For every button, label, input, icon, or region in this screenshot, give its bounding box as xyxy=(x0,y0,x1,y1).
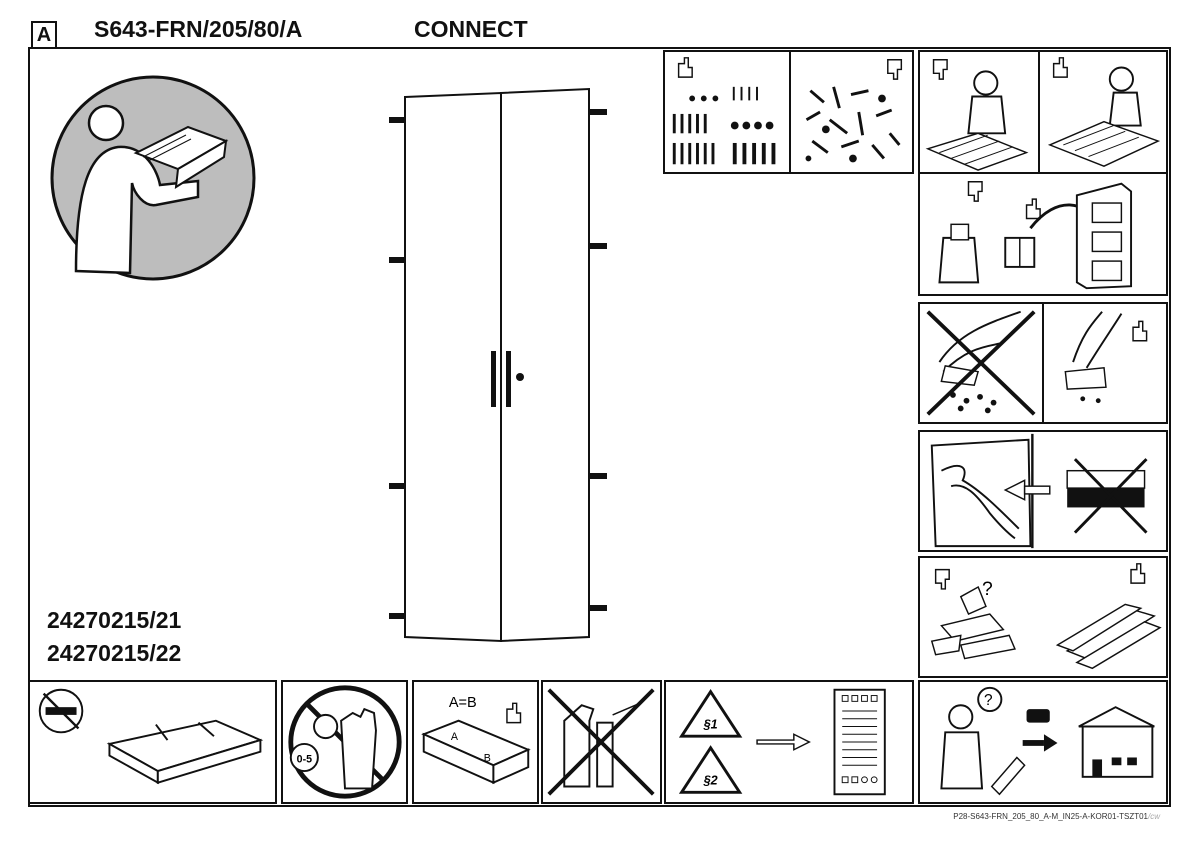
right-door-handle xyxy=(506,351,511,407)
hardware-sorted-panel xyxy=(663,50,791,174)
no-sharp-tool-panel xyxy=(28,680,277,804)
svg-text:?: ? xyxy=(982,578,993,600)
svg-text:A: A xyxy=(451,731,459,743)
age-label: 0-5 xyxy=(297,753,312,765)
article-number-2: 24270215/22 xyxy=(47,640,182,666)
floor-assembly-bad-panel xyxy=(918,50,1041,174)
sheet-letter: A xyxy=(31,21,57,49)
left-door-handle xyxy=(491,351,496,407)
regulation-1-label: §1 xyxy=(703,717,718,731)
svg-text:?: ? xyxy=(984,692,993,709)
regulation-2-label: §2 xyxy=(703,774,718,788)
hardware-mixed-panel xyxy=(789,50,914,174)
read-manual-icon xyxy=(50,75,256,281)
svg-text:B: B xyxy=(484,752,491,764)
document-id: P28-S643-FRN_205_80_A-M_IN25-A-KOR01-TSZ… xyxy=(953,812,1160,821)
product-name: CONNECT xyxy=(414,16,528,42)
store-icon xyxy=(1081,725,1154,778)
lock-icon xyxy=(516,373,524,381)
wet-cleaning-forbidden-panel xyxy=(918,302,1044,424)
parts-layout-panel: ? xyxy=(918,556,1168,678)
no-chemical-cleaner-panel xyxy=(541,680,662,804)
damp-cleaning-ok-panel xyxy=(1042,302,1168,424)
floor-assembly-good-panel xyxy=(1038,50,1168,174)
door-pair-illustration xyxy=(389,87,607,643)
mix-up-panel: A=B A B xyxy=(412,680,539,804)
phone-icon xyxy=(1026,709,1050,723)
contact-store-panel: ? xyxy=(918,680,1168,804)
product-code: S643-FRN/205/80/A xyxy=(94,16,303,42)
opening-packaging-panel xyxy=(918,430,1168,552)
child-safety-panel: 0-5 xyxy=(281,680,408,804)
instruction-frame xyxy=(28,47,1171,807)
keep-instructions-panel xyxy=(918,172,1168,296)
article-number-1: 24270215/21 xyxy=(47,607,182,633)
regulations-panel: §1 §2 xyxy=(664,680,914,804)
arrow-right-icon xyxy=(1043,734,1058,752)
mix-label: A=B xyxy=(449,695,477,711)
